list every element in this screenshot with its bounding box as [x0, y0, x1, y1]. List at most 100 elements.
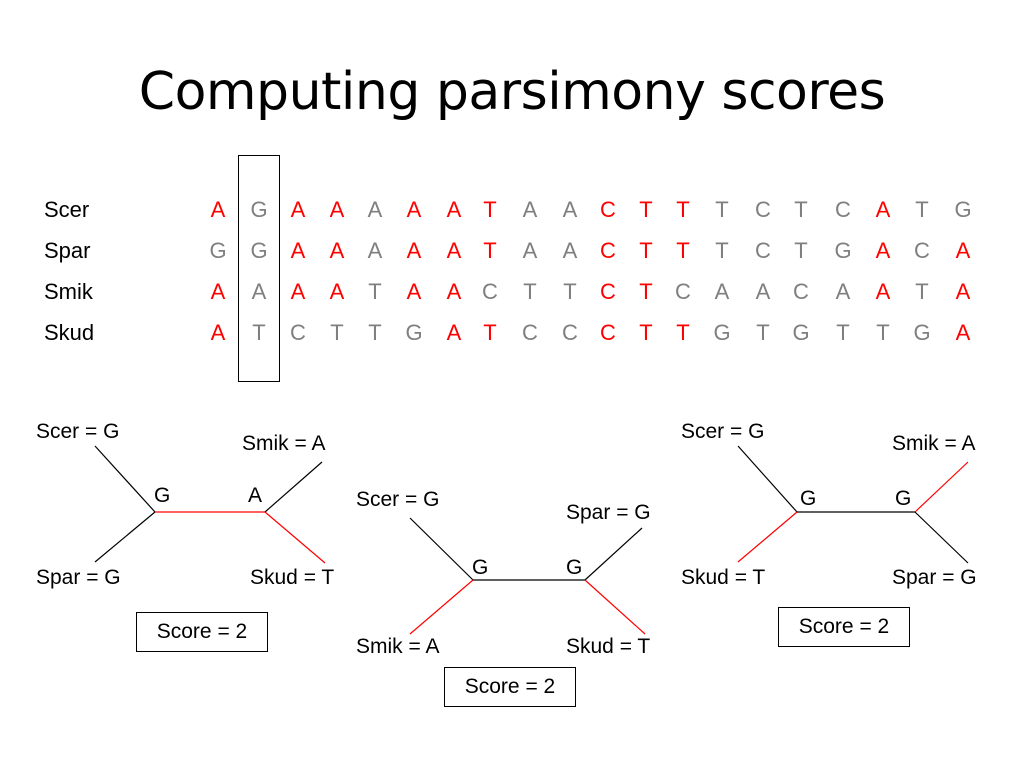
base-scer-5: A — [367, 197, 383, 222]
base-skud-10: C — [562, 320, 578, 345]
base-smik-12: T — [639, 279, 653, 304]
tree-3-edge-spar — [914, 511, 969, 564]
base-smik-15: A — [755, 279, 771, 304]
base-spar-20: A — [955, 238, 971, 263]
tree-1-leaf-smik: Smik = A — [242, 432, 326, 455]
base-scer-11: C — [600, 197, 616, 222]
base-spar-5: A — [367, 238, 383, 263]
base-smik-10: T — [563, 279, 577, 304]
tree-1-leaf-scer: Scer = G — [36, 420, 120, 443]
base-spar-14: T — [715, 238, 729, 263]
base-skud-4: T — [330, 320, 344, 345]
base-scer-14: T — [715, 197, 729, 222]
boxed-column-highlight — [238, 155, 280, 382]
tree-1-edge-skud — [264, 511, 326, 564]
base-spar-12: T — [639, 238, 653, 263]
base-spar-19: C — [914, 238, 930, 263]
base-smik-6: A — [406, 279, 422, 304]
base-smik-9: T — [523, 279, 537, 304]
base-scer-17: C — [835, 197, 851, 222]
tree-3-node-left: G — [800, 487, 817, 510]
tree-2-edge-smik — [409, 579, 474, 635]
tree-2-score: Score = 2 — [444, 667, 576, 707]
base-skud-15: T — [756, 320, 770, 345]
base-smik-2: A — [251, 279, 267, 304]
base-skud-16: G — [792, 320, 810, 345]
base-smik-19: T — [915, 279, 929, 304]
base-spar-18: A — [875, 238, 891, 263]
base-scer-6: A — [406, 197, 422, 222]
tree-2-leaf-skud: Skud = T — [566, 635, 651, 658]
base-skud-3: C — [290, 320, 306, 345]
base-spar-3: A — [290, 238, 306, 263]
base-spar-9: A — [522, 238, 538, 263]
base-scer-19: T — [915, 197, 929, 222]
base-smik-20: A — [955, 279, 971, 304]
base-spar-17: G — [834, 238, 852, 263]
base-spar-4: A — [329, 238, 345, 263]
tree-1-edge-spar — [94, 511, 156, 563]
base-skud-18: T — [876, 320, 890, 345]
base-scer-16: T — [794, 197, 808, 222]
tree-1-edge-scer — [94, 445, 156, 513]
base-scer-1: A — [210, 197, 226, 222]
base-smik-18: A — [875, 279, 891, 304]
base-scer-15: C — [755, 197, 771, 222]
base-smik-17: A — [835, 279, 851, 304]
base-smik-11: C — [600, 279, 616, 304]
base-skud-13: T — [676, 320, 690, 345]
tree-1-score: Score = 2 — [136, 612, 268, 652]
base-scer-18: A — [875, 197, 891, 222]
base-smik-3: A — [290, 279, 306, 304]
base-spar-13: T — [676, 238, 690, 263]
base-smik-13: C — [675, 279, 691, 304]
seq-name-skud: Skud — [44, 320, 95, 345]
tree-2-leaf-scer: Scer = G — [356, 488, 440, 511]
base-skud-11: C — [600, 320, 616, 345]
seq-name-smik: Smik — [44, 279, 93, 304]
base-skud-20: A — [955, 320, 971, 345]
tree-1-node-left: G — [154, 484, 171, 507]
base-scer-12: T — [639, 197, 653, 222]
tree-3-node-right: G — [895, 487, 912, 510]
base-spar-6: A — [406, 238, 422, 263]
tree-2-edges — [409, 517, 646, 635]
tree-1-edges — [94, 445, 326, 564]
base-skud-17: T — [836, 320, 850, 345]
base-smik-5: T — [368, 279, 382, 304]
base-spar-2: G — [250, 238, 268, 263]
tree-2-edge-skud — [584, 579, 646, 635]
tree-3-leaf-smik: Smik = A — [892, 432, 976, 455]
base-scer-4: A — [329, 197, 345, 222]
tree-2-leaf-smik: Smik = A — [356, 635, 440, 658]
base-spar-16: T — [794, 238, 808, 263]
base-scer-13: T — [676, 197, 690, 222]
base-scer-10: A — [562, 197, 578, 222]
base-scer-3: A — [290, 197, 306, 222]
seq-name-scer: Scer — [44, 197, 90, 222]
seq-name-spar: Spar — [44, 238, 91, 263]
base-scer-2: G — [250, 197, 268, 222]
base-spar-1: G — [209, 238, 227, 263]
base-scer-7: A — [446, 197, 462, 222]
base-scer-20: G — [954, 197, 972, 222]
tree-2-node-left: G — [472, 556, 489, 579]
base-smik-1: A — [210, 279, 226, 304]
tree-3-leaf-scer: Scer = G — [681, 420, 765, 443]
base-skud-8: T — [483, 320, 497, 345]
base-skud-6: G — [405, 320, 423, 345]
base-skud-14: G — [713, 320, 731, 345]
tree-2-node-right: G — [566, 556, 583, 579]
tree-3-leaf-spar: Spar = G — [892, 566, 977, 589]
base-skud-19: G — [913, 320, 931, 345]
tree-3-edge-scer — [737, 445, 798, 513]
base-smik-8: C — [482, 279, 498, 304]
tree-3-edge-skud — [737, 511, 798, 563]
tree-3-edge-smik — [914, 461, 969, 513]
base-skud-12: T — [639, 320, 653, 345]
tree-3-score: Score = 2 — [778, 607, 910, 647]
base-scer-8: T — [483, 197, 497, 222]
tree-1-leaf-skud: Skud = T — [250, 566, 335, 589]
base-skud-5: T — [368, 320, 382, 345]
